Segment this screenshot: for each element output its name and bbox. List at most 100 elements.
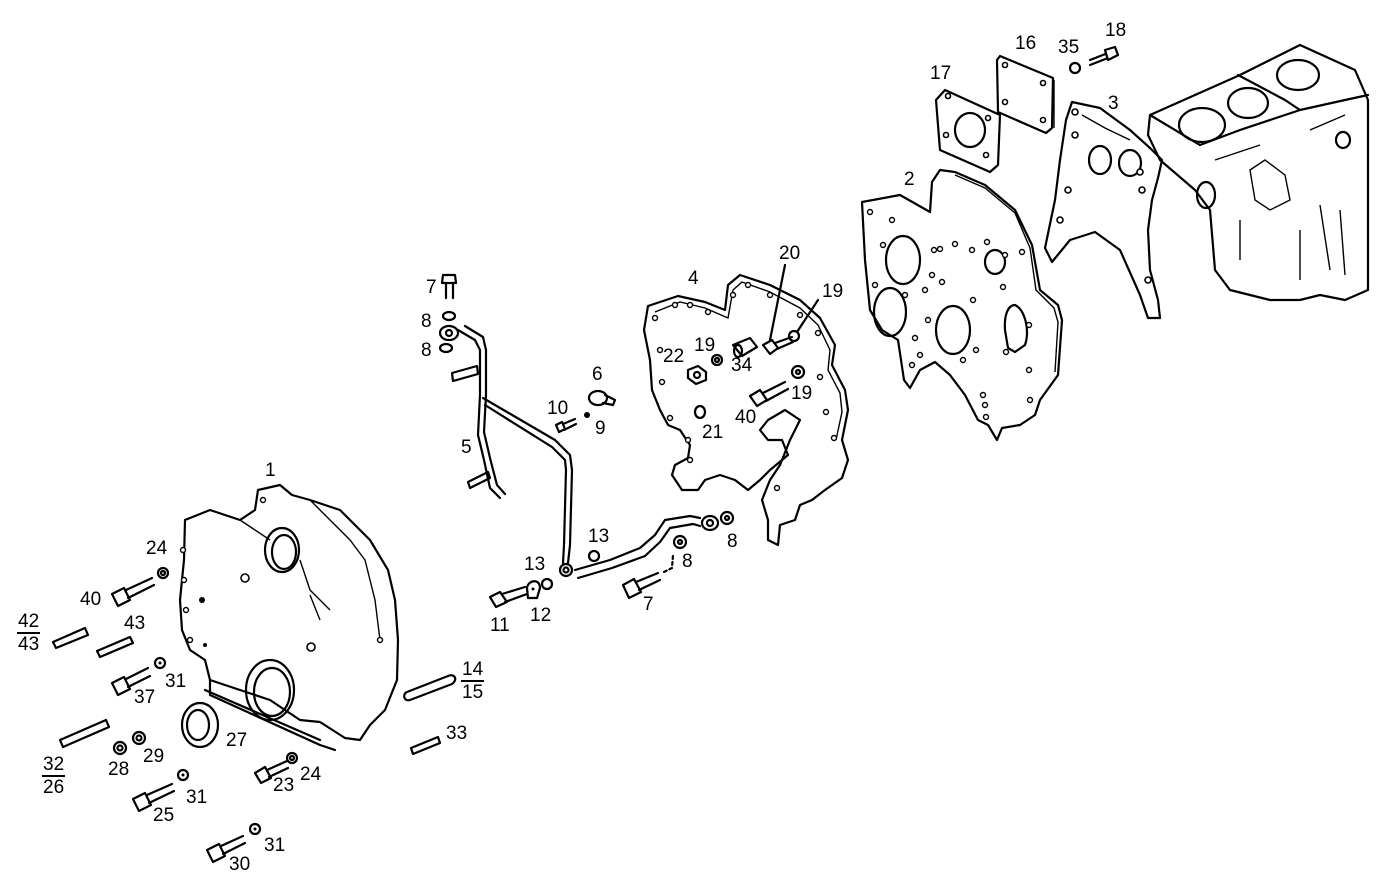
callout-33: 33 [446,723,468,744]
leader-19 [795,298,820,334]
part-43-stud [95,635,135,659]
part-1-front-cover [178,483,400,752]
callout-23: 23 [273,775,295,796]
part-24a-washer [156,566,170,580]
callout-8a: 8 [421,311,432,332]
callout-9: 9 [595,418,606,439]
part-7a-bolt [440,273,458,300]
part-40b-bolt [748,380,790,408]
callout-11: 11 [490,615,510,636]
callout-17: 17 [930,63,952,84]
callout-29: 29 [143,746,165,767]
part-8d-ring [719,510,735,526]
callout-7a: 7 [426,277,437,298]
part-28-nut [112,740,128,756]
part-3-plate [1043,100,1164,320]
part-19b-washer [787,329,801,343]
part-12-clip [525,580,542,600]
part-10-screw [554,417,578,434]
callout-14-15: 14 15 [461,659,485,703]
callout-31a: 31 [165,671,187,692]
callout-35: 35 [1058,37,1080,58]
part-31c-washer [248,822,262,836]
callout-8c: 8 [682,551,693,572]
callout-19b: 19 [822,281,844,302]
callout-10: 10 [547,398,569,419]
callout-43: 43 [124,613,146,634]
callout-20: 20 [779,243,801,264]
leader-20 [768,263,787,342]
callout-34: 34 [731,355,753,376]
part-17-flange-gasket [934,88,1002,174]
callout-12: 12 [530,605,552,626]
callout-27: 27 [226,730,248,751]
callout-19a: 19 [694,335,716,356]
part-25-bolt [131,782,176,813]
part-27-oil-seal [180,701,220,749]
callout-37: 37 [134,687,156,708]
part-31a-washer [153,656,167,670]
part-2-timing-plate [860,168,1064,442]
part-14-15-pin [403,674,457,702]
callout-4: 4 [688,268,699,289]
callout-31c: 31 [264,835,286,856]
callout-1: 1 [265,460,276,481]
callout-40a: 40 [80,589,102,610]
engine-block [1146,43,1370,302]
part-30-bolt [205,834,247,864]
part-7b-bolt [621,553,675,600]
callout-25: 25 [153,805,175,826]
part-20-bolt [761,335,795,356]
part-13b-washer [540,577,554,591]
part-16-cover-plate [995,54,1055,135]
callout-19c: 19 [791,383,813,404]
part-22-nut [686,364,708,386]
part-35-washer [1068,61,1082,75]
callout-5: 5 [461,437,472,458]
callout-24a: 24 [146,538,168,559]
part-19c-washer [790,364,806,380]
part-31b-washer [176,768,190,782]
callout-18: 18 [1105,20,1127,41]
part-18-bolt [1088,45,1120,67]
callout-24b: 24 [300,764,322,785]
part-37-bolt [110,666,152,697]
callout-7b: 7 [643,594,654,615]
part-40a-bolt [110,576,156,608]
part-11-bolt [488,585,529,609]
callout-13a: 13 [588,526,610,547]
callout-28: 28 [108,759,130,780]
callout-8d: 8 [727,531,738,552]
banjo-eye-upper [438,324,460,342]
part-19a-washer [710,353,724,367]
part-42-43-stud [51,626,90,650]
callout-8b: 8 [421,340,432,361]
part-32-26-stud [58,718,111,749]
part-29-washer [131,730,147,746]
part-8c-ring [672,534,688,550]
callout-40b: 40 [735,407,757,428]
part-4-cover-gasket [642,273,850,547]
part-23-bolt [253,759,290,785]
part-24b-washer [285,751,299,765]
part-34-fitting [731,336,759,359]
callout-32-26: 32 26 [42,754,66,798]
part-13a-washer [587,549,601,563]
part-6-banjo-fitting [587,389,617,407]
part-21-plug [693,404,707,420]
callout-31b: 31 [186,787,208,808]
callout-13b: 13 [524,554,546,575]
callout-42-43: 42 43 [17,611,41,655]
part-33-stud [409,735,442,756]
part-8b-ring [438,342,454,354]
part-5-oil-pipe [450,324,720,580]
callout-2: 2 [904,169,915,190]
callout-3: 3 [1108,93,1119,114]
callout-21: 21 [702,422,724,443]
callout-6: 6 [592,364,603,385]
callout-30: 30 [229,854,251,875]
callout-22: 22 [663,346,685,367]
part-8a-ring [441,310,457,322]
callout-16: 16 [1015,33,1037,54]
